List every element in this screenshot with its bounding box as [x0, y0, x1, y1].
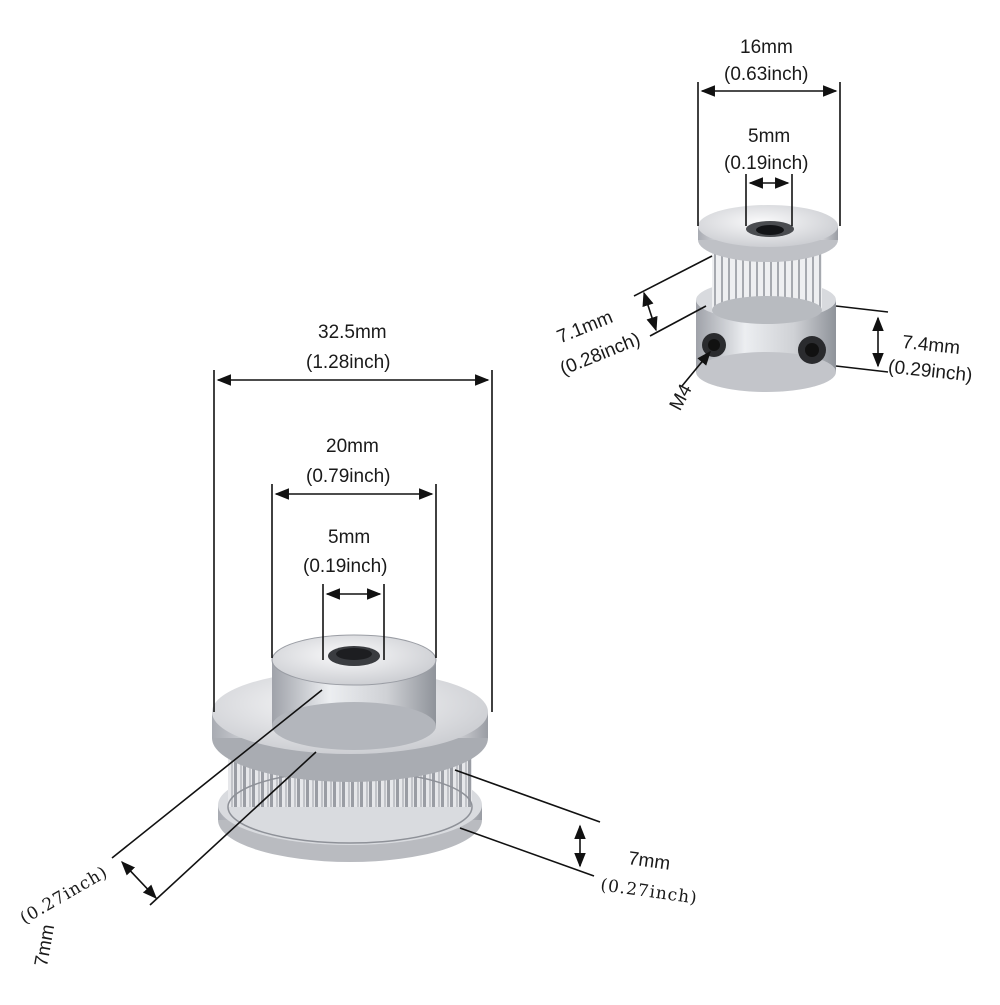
small-dimension-lines: [633, 82, 889, 387]
outer-diameter-mm: 32.5mm: [318, 322, 387, 343]
small-tooth-height-arrow: [642, 291, 658, 332]
large-bore-mm: 5mm: [328, 527, 371, 548]
hub-diameter-inch: (0.79inch): [306, 466, 391, 487]
small-outer-diameter-mm: 16mm: [740, 37, 793, 58]
large-hub-height-arrow: [121, 860, 157, 900]
set-screw-arrow: [681, 350, 711, 387]
large-bore-inch: (0.19inch): [303, 556, 388, 577]
large-pulley: [212, 634, 488, 862]
hub-diameter-mm: 20mm: [326, 436, 379, 457]
large-dimension-lines: [111, 370, 601, 906]
small-outer-diameter-inch: (0.63inch): [724, 64, 809, 85]
outer-diameter-inch: (1.28inch): [306, 352, 391, 373]
small-bore-mm: 5mm: [748, 126, 791, 147]
small-pulley: [696, 205, 838, 392]
small-bore-inch: (0.19inch): [724, 153, 809, 174]
